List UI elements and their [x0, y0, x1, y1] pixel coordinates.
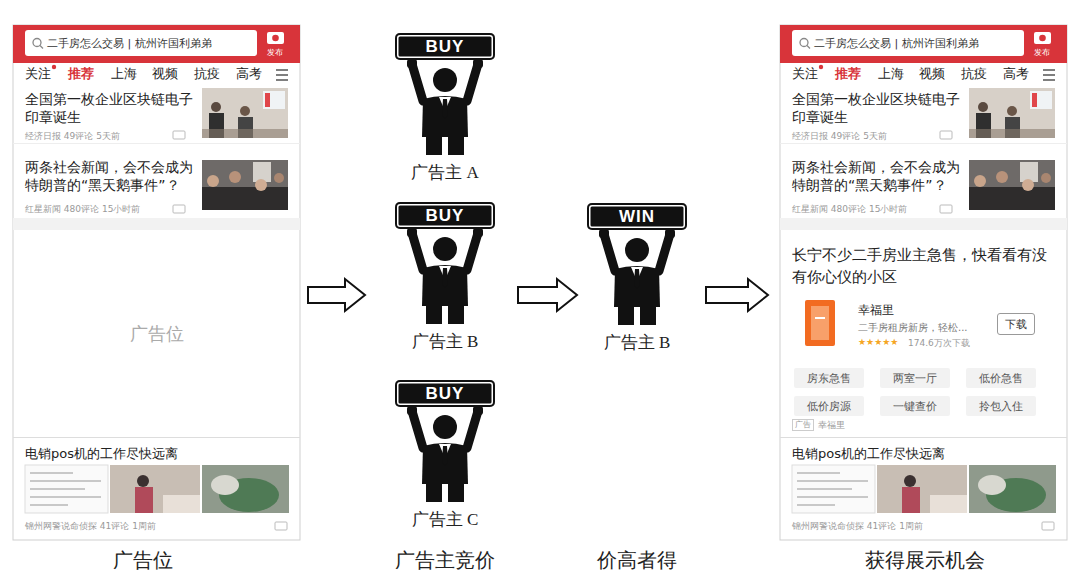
icon-caption: 发布	[267, 47, 283, 58]
advertiser-name: 广告主 B	[577, 331, 697, 354]
phone-screen: 二手房怎么交易 | 杭州许国利弟弟广告位 发布关注推荐上海视频抗疫高考全国第一枚企…	[13, 25, 300, 540]
search-query: 二手房怎么交易 | 杭州许国利弟弟	[814, 36, 979, 51]
search-query: 二手房怎么交易 | 杭州许国利弟弟	[47, 36, 212, 51]
flow-arrow	[518, 279, 577, 311]
ad-slot: 广告位	[13, 230, 300, 437]
ad-headline: 长宁不少二手房业主急售，快看看有没有你心仪的小区	[792, 245, 1056, 289]
stage-caption: 价高者得	[537, 547, 737, 574]
feature-tag-text: 两室一厅	[880, 368, 950, 388]
tab: 关注	[792, 65, 818, 83]
winner: WIN 广告主 B	[577, 203, 697, 353]
news-meta: 红星新闻 480评论 15小时前	[25, 203, 140, 216]
download-count: 174.6万次下载	[908, 337, 970, 350]
news-meta: 锦州网警说命侦探 41评论 1周前	[25, 520, 156, 533]
news-meta: 经济日报 49评论 5天前	[25, 130, 120, 143]
ad-slot-text: 广告位	[13, 230, 300, 437]
sign-text: BUY	[395, 380, 495, 407]
feature-tag: 一键查价	[880, 396, 950, 416]
feature-tag: 房东急售	[794, 368, 864, 388]
tab: 高考	[1003, 65, 1029, 83]
app-name: 幸福里	[858, 302, 894, 319]
icon-caption: 发布	[1034, 47, 1050, 58]
feature-tag-text: 低价急售	[966, 368, 1036, 388]
download-button: 下载	[997, 313, 1035, 335]
advertiser: BUY 广告主 B	[385, 202, 505, 352]
feature-tag-text: 一键查价	[880, 396, 950, 416]
feature-tag: 两室一厅	[880, 368, 950, 388]
sign-text: WIN	[587, 203, 687, 230]
tab: 视频	[152, 65, 178, 83]
feature-tag: 低价房源	[794, 396, 864, 416]
advertiser-figure	[407, 228, 483, 324]
tab: 高考	[236, 65, 262, 83]
advertiser-name: 幸福里	[818, 419, 845, 432]
phone-screen: 二手房怎么交易 | 杭州许国利弟弟下载房东急售两室一厅低价急售低价房源一键查价拎…	[780, 25, 1067, 540]
tab: 抗疫	[194, 65, 220, 83]
ad-badge: 广告	[792, 419, 814, 431]
tab: 上海	[878, 65, 904, 83]
sign-text: BUY	[395, 33, 495, 60]
flow-arrow	[308, 279, 365, 311]
tab: 视频	[919, 65, 945, 83]
search-box: 二手房怎么交易 | 杭州许国利弟弟	[25, 30, 257, 56]
rating-stars: ★★★★★	[858, 337, 898, 347]
feature-tag-text: 低价房源	[794, 396, 864, 416]
app-icon	[805, 300, 835, 346]
advertiser-name: 广告主 B	[385, 330, 505, 353]
headline: 两条社会新闻，会不会成为特朗普的“黑天鹅事件”？	[25, 158, 199, 194]
tab: 推荐	[68, 65, 94, 83]
headline: 全国第一枚企业区块链电子印章诞生	[25, 90, 199, 126]
advertiser: BUY 广告主 A	[385, 33, 505, 183]
flow-arrow	[706, 279, 768, 311]
headline: 电销pos机的工作尽快远离	[792, 445, 945, 463]
headline: 电销pos机的工作尽快远离	[25, 445, 178, 463]
news-meta: 经济日报 49评论 5天前	[792, 130, 887, 143]
feature-tag: 低价急售	[966, 368, 1036, 388]
advertiser-figure	[407, 406, 483, 502]
headline: 全国第一枚企业区块链电子印章诞生	[792, 90, 966, 126]
tab: 关注	[25, 65, 51, 83]
news-meta: 红星新闻 480评论 15小时前	[792, 203, 907, 216]
phone-screenshot	[13, 25, 300, 540]
sign-text: BUY	[395, 202, 495, 229]
stage-caption: 广告主竞价	[345, 547, 545, 574]
headline: 两条社会新闻，会不会成为特朗普的“黑天鹅事件”？	[792, 158, 966, 194]
tab: 推荐	[835, 65, 861, 83]
advertiser-name: 广告主 A	[385, 161, 505, 184]
search-box: 二手房怎么交易 | 杭州许国利弟弟	[792, 30, 1024, 56]
feature-tag-text: 拎包入住	[966, 396, 1036, 416]
download-button-text: 下载	[998, 314, 1034, 334]
app-desc: 二手房租房新房，轻松...	[858, 321, 968, 335]
feature-tag: 拎包入住	[966, 396, 1036, 416]
feature-tag-text: 房东急售	[794, 368, 864, 388]
stage-caption: 广告位	[43, 547, 243, 574]
news-meta: 锦州网警说命侦探 41评论 1周前	[792, 520, 923, 533]
stage-caption: 获得展示机会	[825, 547, 1025, 574]
advertiser-name: 广告主 C	[385, 508, 505, 531]
ad-card: 下载房东急售两室一厅低价急售低价房源一键查价拎包入住 长宁不少二手房业主急售，快看…	[780, 230, 1067, 437]
winner-figure	[599, 229, 675, 325]
tab: 抗疫	[961, 65, 987, 83]
phone-screenshot	[780, 25, 1067, 540]
advertiser-figure	[407, 59, 483, 155]
tab: 上海	[111, 65, 137, 83]
advertiser: BUY 广告主 C	[385, 380, 505, 530]
